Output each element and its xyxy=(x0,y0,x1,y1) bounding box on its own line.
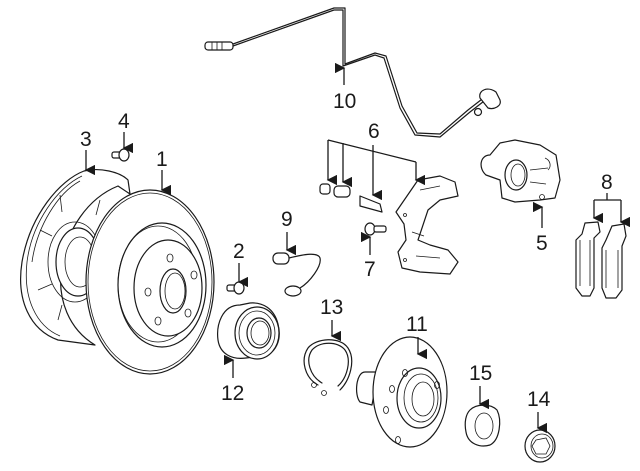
callout-11: 11 xyxy=(406,313,428,336)
callout-1: 1 xyxy=(156,148,168,171)
callout-15: 15 xyxy=(469,362,492,385)
pad-wear-sensor xyxy=(272,252,321,297)
callout-labels: 1 2 3 4 5 6 7 8 9 10 11 12 13 14 15 xyxy=(80,90,613,411)
callout-8: 8 xyxy=(601,171,613,194)
arrow-6-group xyxy=(326,139,426,201)
abs-sensor-cable xyxy=(204,7,501,138)
arrow-8-group xyxy=(592,193,631,228)
callout-6: 6 xyxy=(368,120,380,143)
axle-nut xyxy=(524,429,556,463)
shield-bolt xyxy=(111,148,130,162)
collar-nut xyxy=(464,404,501,447)
wheel-bearing xyxy=(217,302,280,360)
callout-arrows xyxy=(84,62,631,434)
callout-2: 2 xyxy=(233,240,245,263)
callout-3: 3 xyxy=(80,128,92,151)
callout-10: 10 xyxy=(333,90,356,113)
brake-caliper xyxy=(480,139,561,203)
brake-pads xyxy=(575,221,627,299)
brake-rotor xyxy=(85,189,215,375)
callout-12: 12 xyxy=(221,382,244,405)
snap-ring xyxy=(303,339,353,396)
callout-7: 7 xyxy=(364,258,376,281)
rotor-screw xyxy=(226,281,245,295)
callout-14: 14 xyxy=(527,388,551,411)
callout-13: 13 xyxy=(320,296,343,319)
callout-4: 4 xyxy=(118,110,130,133)
callout-5: 5 xyxy=(536,232,548,255)
bracket-bolt xyxy=(364,222,387,236)
callout-9: 9 xyxy=(281,208,293,231)
caliper-bracket xyxy=(319,175,459,275)
wheel-hub xyxy=(355,336,448,448)
